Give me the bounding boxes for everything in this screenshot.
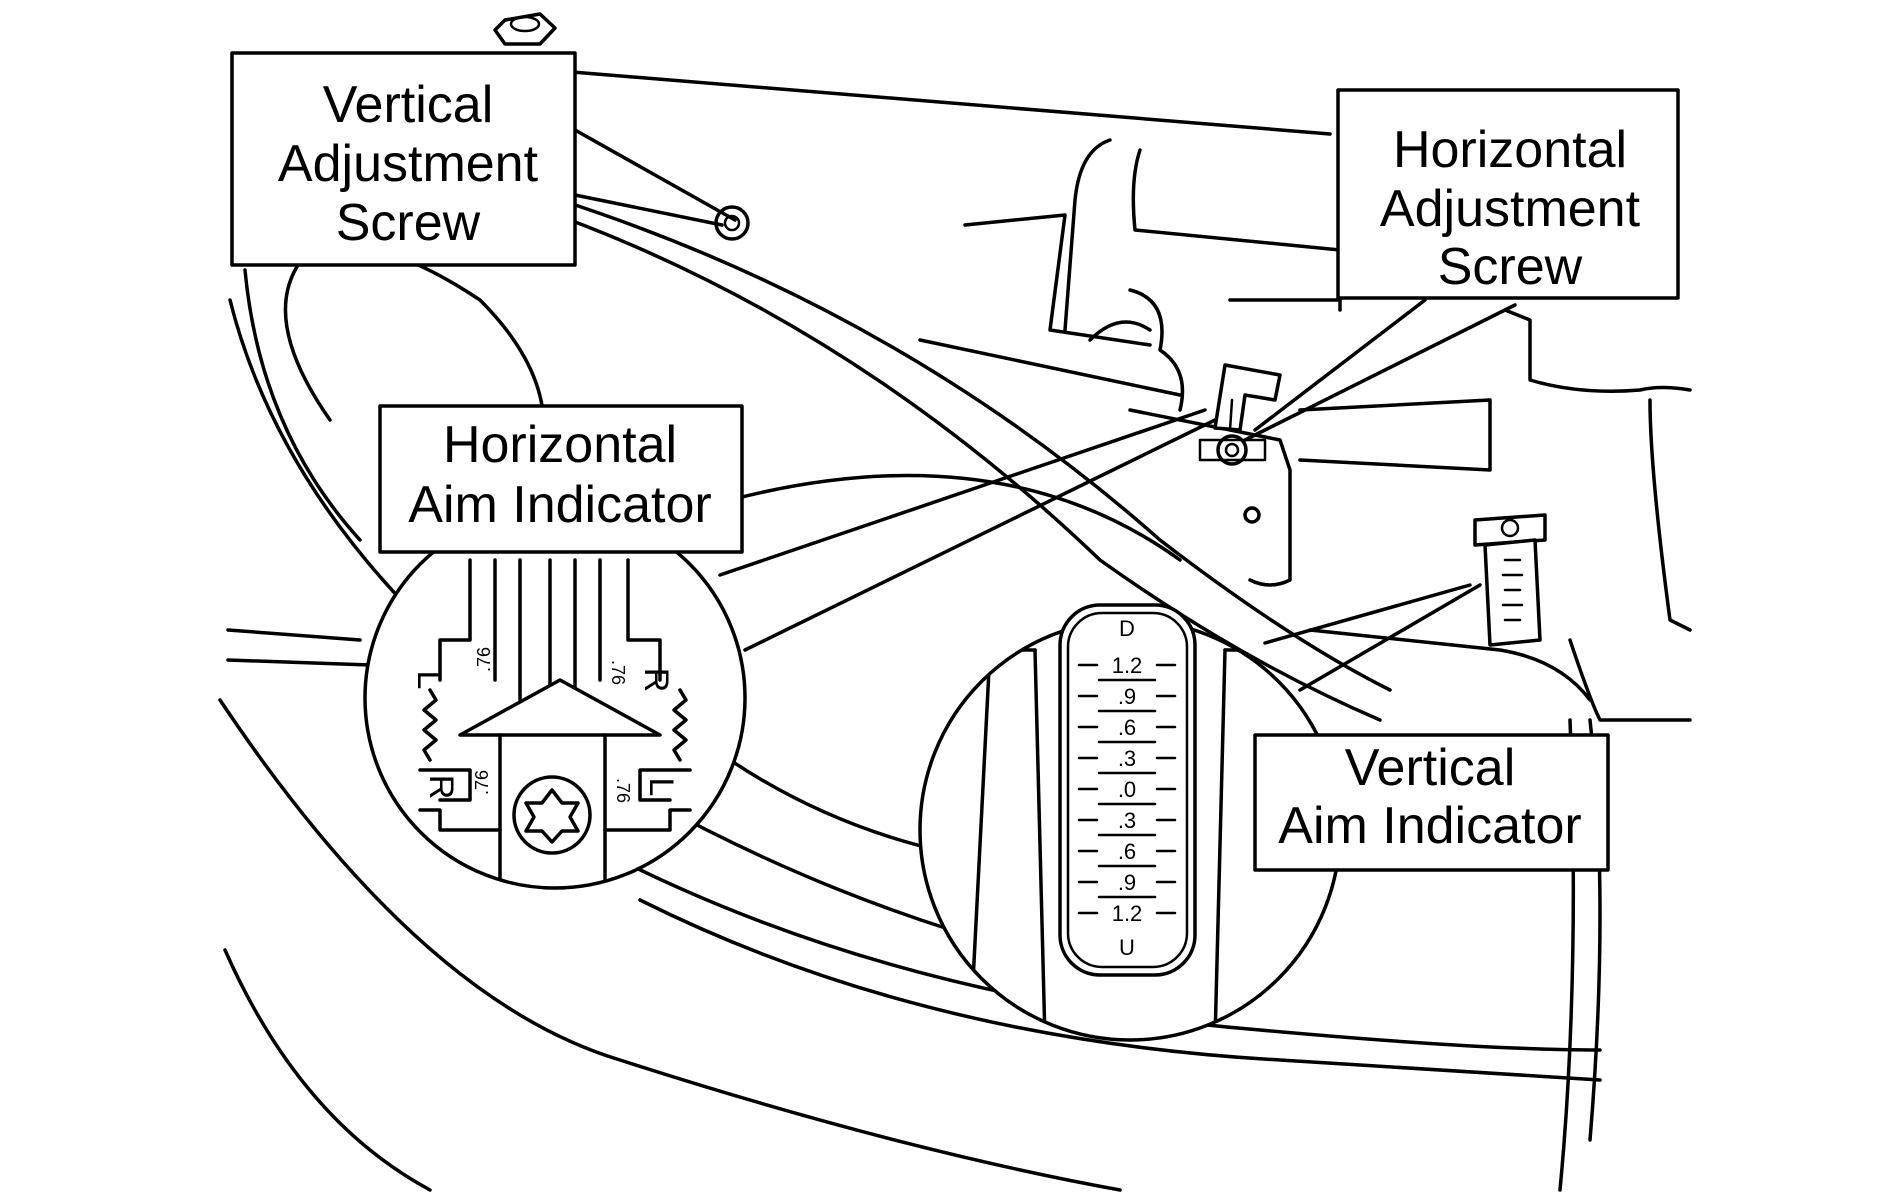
indicator-value-4: .76 [613,778,633,803]
vertical-aim-indicator-small [1473,513,1547,647]
horizontal-aim-indicator-detail: L R R L .76 .76 .76 .76 [363,506,747,890]
headlamp-housing-outline [218,70,1692,1192]
callout-has-line2: Adjustment [1380,180,1641,238]
indicator-value-1: .76 [474,647,494,672]
indicator-left-letter: L [410,671,448,690]
indicator-left-letter-lower: L [642,778,680,797]
scale-tick-label: .6 [1118,839,1136,864]
callout-has-line1: Horizontal [1393,121,1627,179]
scale-tick-label: .6 [1118,715,1136,740]
callout-horizontal-aim-indicator: Horizontal Aim Indicator [378,404,744,554]
leader-lines [573,128,1517,692]
callout-vai-line1: Vertical [1345,739,1516,797]
indicator-right-letter: R [637,668,675,693]
callout-hai-line2: Aim Indicator [408,476,711,534]
callout-vas-line1: Vertical [323,76,494,134]
scale-bottom-letter: U [1119,935,1135,960]
callout-vas-line2: Adjustment [278,135,539,193]
callout-vertical-adjustment-screw: Vertical Adjustment Screw [230,51,577,267]
scale-tick-label: .9 [1118,870,1136,895]
callout-vertical-aim-indicator: Vertical Aim Indicator [1253,733,1610,872]
callout-horizontal-adjustment-screw: Horizontal Adjustment Screw [1336,88,1680,300]
callout-has-line3: Screw [1438,238,1583,296]
scale-ticks: 1.2 .9 .6 .3 .0 .3 .6 .9 1.2 [1077,653,1177,926]
indicator-right-letter-lower: R [422,775,460,800]
nut-icon [493,12,557,46]
scale-tick-label: .3 [1118,808,1136,833]
scale-tick-label: 1.2 [1112,901,1143,926]
scale-tick-label: 1.2 [1112,653,1143,678]
indicator-value-2: .76 [608,660,628,685]
scale-top-letter: D [1119,616,1135,641]
callout-hai-line1: Horizontal [443,416,677,474]
callout-vai-line2: Aim Indicator [1278,797,1581,855]
scale-tick-label: .9 [1118,684,1136,709]
callout-vas-line3: Screw [336,194,481,252]
vertical-aim-indicator-detail: D U 1.2 .9 .6 .3 .0 .3 .6 .9 1.2 [918,603,1342,1042]
scale-tick-label: .3 [1118,746,1136,771]
horizontal-adjustment-screw-icon [1198,363,1282,466]
indicator-value-3: .76 [472,770,492,795]
scale-tick-label: .0 [1118,777,1136,802]
